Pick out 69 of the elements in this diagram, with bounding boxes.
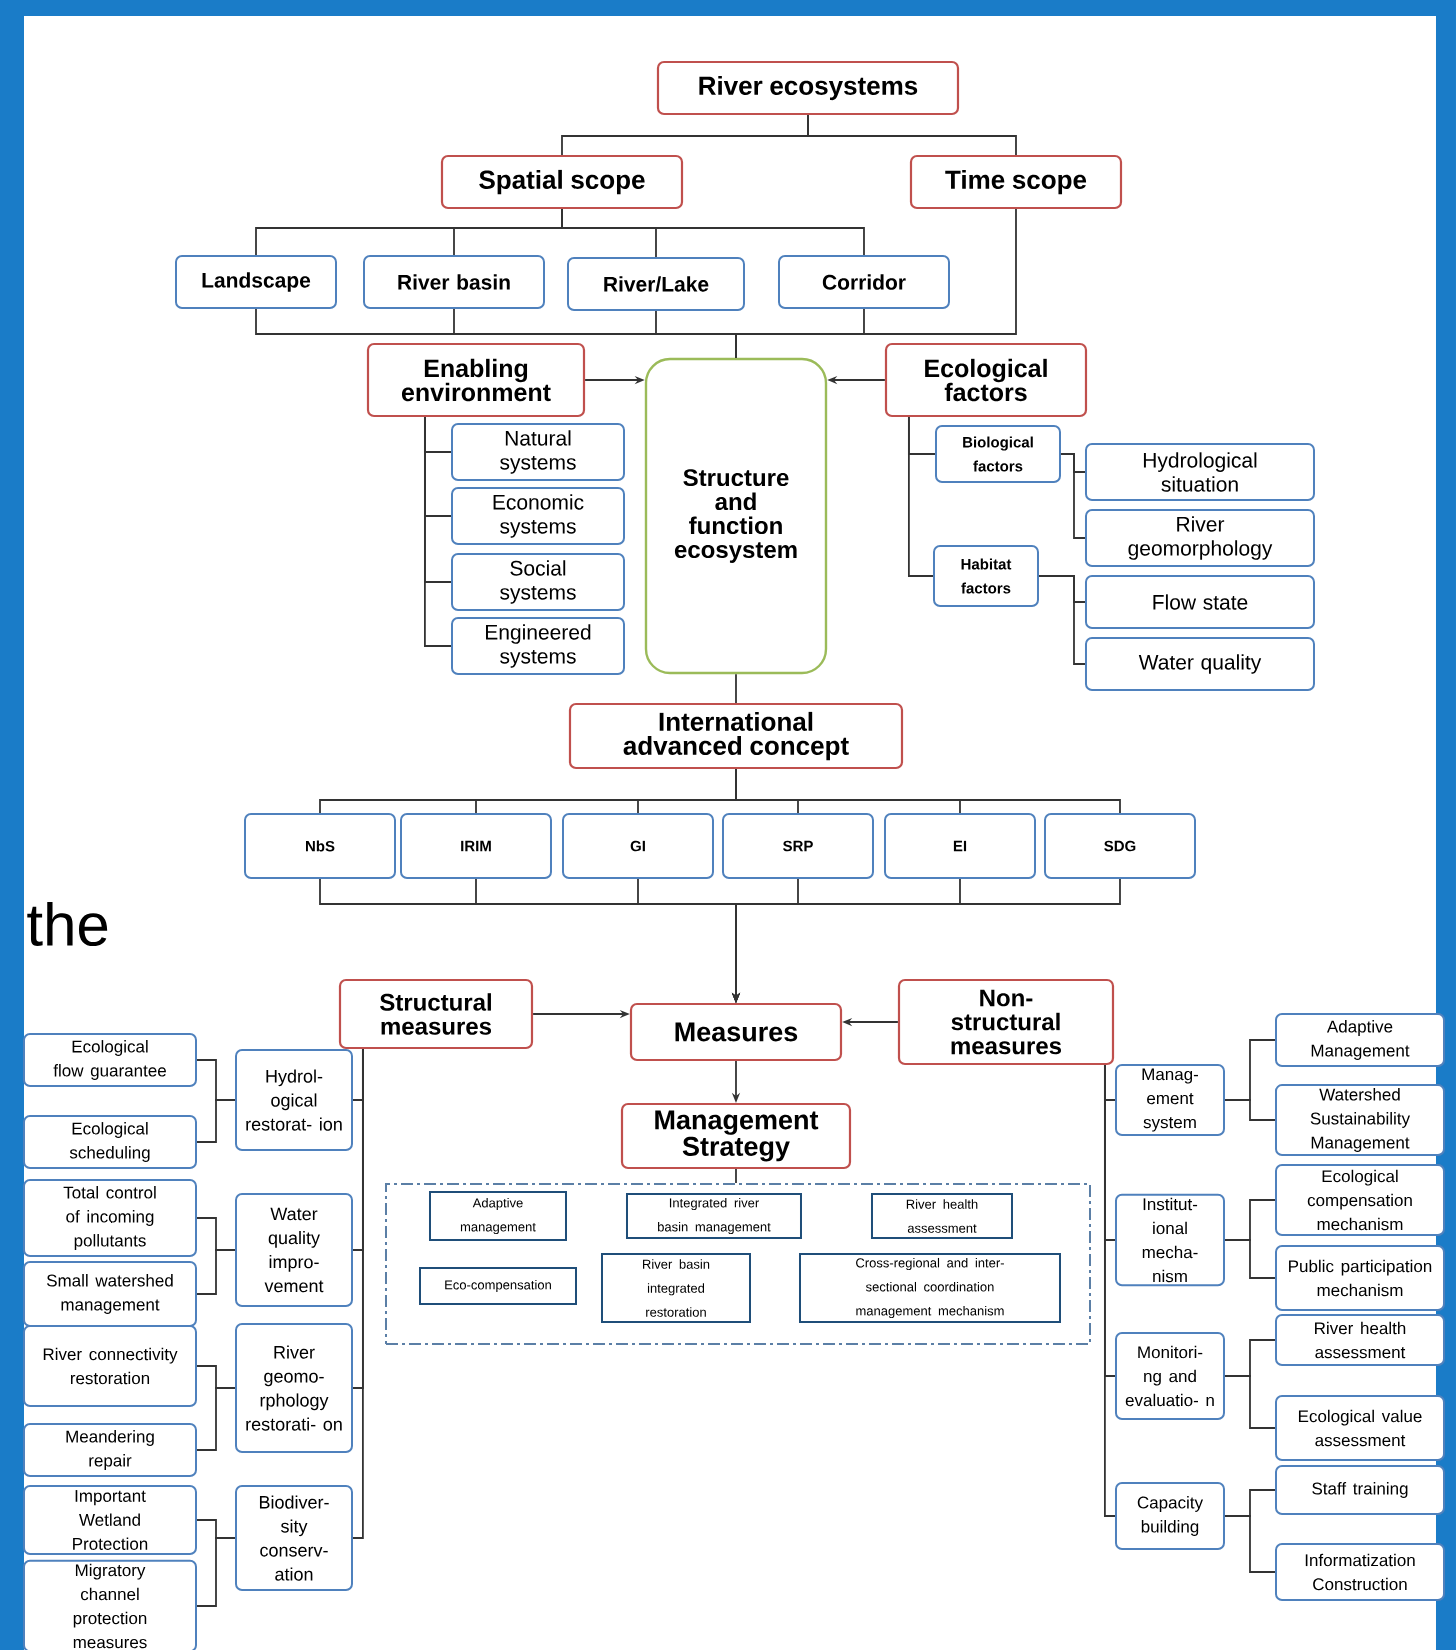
category-box: Ecological value assessment [1275,1395,1445,1461]
category-box: Important Wetland Protection [23,1485,197,1555]
category-box: Informatization Construction [1275,1543,1445,1601]
category-box: Economic systems [451,487,625,545]
connector-line [352,1048,364,1539]
heading-box: Non- structural measures [897,978,1115,1066]
heading-box: Enabling environment [366,342,586,418]
category-box: Hydrol- ogical restorat- ion [235,1049,353,1151]
category-box: Small watershed management [23,1261,197,1327]
connector-line [908,416,934,577]
connector-line [1224,1515,1276,1573]
category-box: Hydrological situation [1085,443,1315,501]
category-box: River/Lake [567,257,745,311]
category-box: Monitori- ng and evaluatio- n [1115,1332,1225,1420]
connector-line [807,114,1017,156]
connector-line [424,416,452,647]
category-box: River basin [363,255,545,309]
connector-line [1104,1064,1116,1517]
connector-line [1038,575,1086,665]
connector-line [196,1099,236,1143]
category-box: Meandering repair [23,1423,197,1477]
category-box: Biodiver- sity conserv- ation [235,1485,353,1591]
connector-line [1224,1099,1276,1121]
category-box: Engineered systems [451,617,625,675]
category-box: River health assessment [1275,1314,1445,1366]
category-box: Water quality impro- vement [235,1193,353,1307]
category-box: Capacity building [1115,1482,1225,1550]
category-box: Natural systems [451,423,625,481]
category-box: Adaptive Management [1275,1013,1445,1067]
connector-line [1060,453,1086,539]
connector-line [196,1387,236,1451]
connector-line [1224,1375,1276,1429]
heading-box: Measures [629,1002,843,1062]
category-box: Manag- ement system [1115,1064,1225,1136]
category-box: Ecological flow guarantee [23,1033,197,1087]
heading-box: River ecosystems [656,60,960,116]
slide-text: the [27,902,108,947]
heading-box: International advanced concept [568,702,904,770]
heading-box: Structural measures [338,978,534,1050]
category-box: Water quality [1085,637,1315,691]
category-box: Ecological scheduling [23,1115,197,1169]
category-box: Watershed Sustainability Management [1275,1084,1445,1156]
heading-box: Spatial scope [440,154,684,210]
category-box: Social systems [451,553,625,611]
connector-line [196,1249,236,1295]
category-box: Public participation mechanism [1275,1245,1445,1311]
category-box: Flow state [1085,575,1315,629]
category-box: River geomorphology [1085,509,1315,567]
connector-line [196,1537,236,1607]
category-box: Total control of incoming pollutants [23,1179,197,1257]
connector-line [735,1168,737,1184]
category-box: Institut- ional mecha- nism [1115,1193,1225,1287]
heading-box: Time scope [909,154,1123,210]
category-box: Ecological compensation mechanism [1275,1164,1445,1236]
heading-box: Management Strategy [620,1102,852,1170]
heading-box: Ecological factors [884,342,1088,418]
connector-line [735,768,1121,814]
connector-line [735,208,1017,359]
connector-line [1224,1239,1276,1279]
connector-line [735,673,737,704]
category-box: Corridor [778,255,950,309]
connector-line [561,208,865,256]
center-box: Structure and function ecosystem [644,357,828,675]
category-box: Migratory channel protection measures [23,1559,197,1650]
category-box: River geomo- rphology restorati- on [235,1323,353,1453]
category-box: Staff training [1275,1465,1445,1515]
dashed-frame [385,1183,1091,1345]
category-box: Landscape [175,255,337,309]
category-box: River connectivity restoration [23,1325,197,1407]
